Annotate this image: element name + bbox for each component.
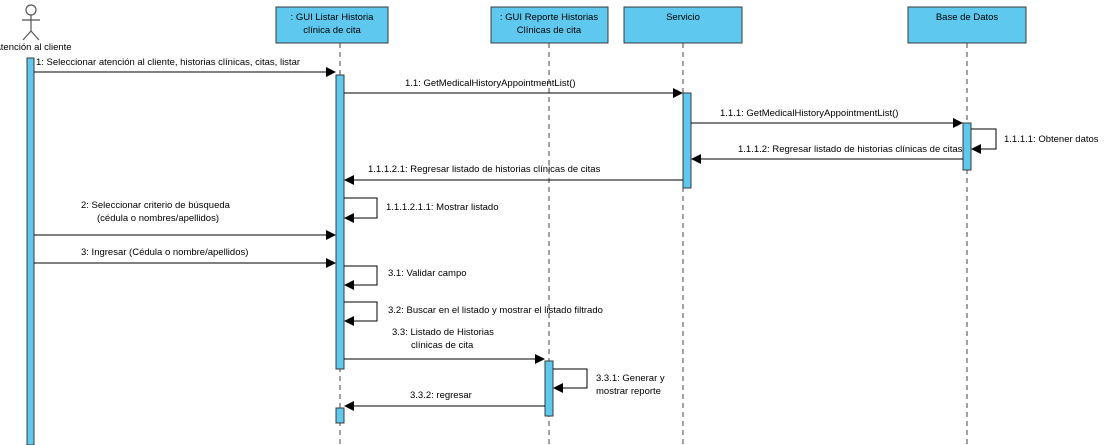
message-arrow-3-1 (344, 265, 378, 290)
message-label-1: 1: Seleccionar atención al cliente, hist… (36, 57, 300, 68)
message-label-3-3-line2: clínicas de cita (411, 340, 474, 351)
message-arrow-1-1-1-1 (971, 128, 997, 154)
message-arrow-3-2 (344, 301, 378, 326)
actor-name: Atención al cliente (0, 42, 72, 53)
message-label-2-line1: 2: Seleccionar criterio de búsqueda (81, 200, 231, 211)
activation-gui-listar-return (335, 407, 345, 424)
message-label-3-3-line1: 3.3: Listado de Historias (392, 327, 494, 338)
activation-servicio (682, 92, 692, 189)
lifeline-gui-listar-subtitle: clínica de cita (303, 25, 361, 36)
message-label-1-1-1-2: 1.1.1.2: Regresar listado de historias c… (738, 144, 963, 155)
message-label-1-1: 1.1: GetMedicalHistoryAppointmentList() (405, 78, 576, 89)
actor-icon (22, 4, 40, 41)
message-label-1-1-1-1: 1.1.1.1: Obtener datos (1004, 134, 1099, 145)
message-arrow-1-1-1-2-1-1 (344, 197, 378, 223)
message-label-1-1-1-2-1-1: 1.1.1.2.1.1: Mostrar listado (386, 202, 498, 213)
activation-bd (962, 122, 972, 171)
activation-gui-listar (335, 74, 345, 370)
lifeline-bd-header: Base de Datos (907, 6, 1027, 44)
lifeline-gui-reporte-subtitle: Clínicas de cita (517, 25, 582, 36)
message-label-3-3-2: 3.3.2: regresar (410, 390, 472, 401)
message-label-1-1-1-2-1: 1.1.1.2.1: Regresar listado de historias… (368, 164, 601, 175)
message-label-2-line2: (cédula o nombres/apellidos) (97, 213, 219, 224)
activation-actor (26, 57, 35, 445)
lifeline-gui-listar-title: : GUI Listar Historia (291, 12, 375, 23)
lifeline-gui-listar-header: : GUI Listar Historia clínica de cita (275, 6, 389, 44)
lifeline-gui-reporte-title: : GUI Reporte Historias (500, 12, 598, 23)
message-arrow-3-3-1 (553, 368, 588, 393)
message-label-3-3-1-line1: 3.3.1: Generar y (596, 373, 665, 384)
lifeline-bd-title: Base de Datos (936, 12, 999, 23)
message-label-3-3-1-line2: mostrar reporte (596, 386, 661, 397)
message-label-3-2: 3.2: Buscar en el listado y mostrar el l… (388, 305, 603, 316)
message-label-3: 3: Ingresar (Cédula o nombre/apellidos) (81, 247, 248, 258)
activation-gui-reporte (544, 360, 554, 417)
message-label-1-1-1: 1.1.1: GetMedicalHistoryAppointmentList(… (720, 108, 898, 119)
lifeline-gui-reporte-header: : GUI Reporte Historias Clínicas de cita (490, 6, 609, 44)
lifeline-servicio-title: Servicio (666, 12, 700, 23)
lifeline-servicio-header: Servicio (623, 6, 743, 44)
message-label-3-1: 3.1: Validar campo (388, 268, 467, 279)
